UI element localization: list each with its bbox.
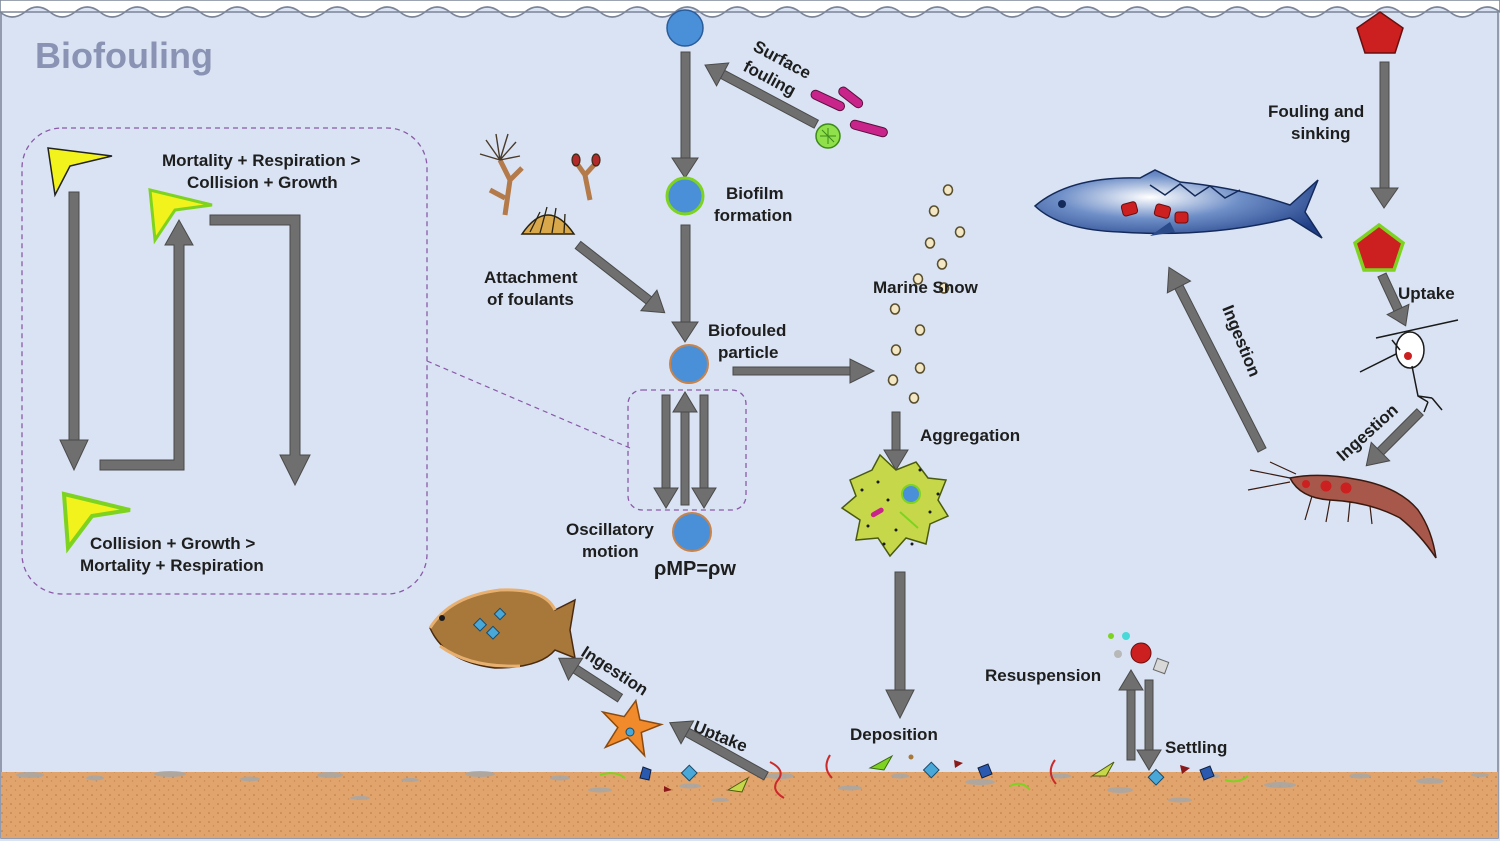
oscillation-arrows — [653, 391, 717, 509]
hydroid-icon — [479, 133, 601, 216]
marine-snow-label: Marine Snow — [873, 278, 979, 297]
inset-lower-condition-line1: Collision + Growth > — [90, 534, 255, 553]
arrow-uptake-bottom — [668, 720, 769, 781]
arrow-fouling-sinking — [1379, 61, 1390, 191]
biofilm-particle — [665, 176, 705, 216]
inset-upper-condition-line2: Collision + Growth — [187, 173, 338, 192]
fouling-sinking-label-line2: sinking — [1291, 124, 1351, 143]
inset-lower-condition-line2: Mortality + Respiration — [80, 556, 264, 575]
biofilm-bacteria-icon — [810, 86, 888, 149]
biofouled-label-line1: Biofouled — [708, 321, 786, 340]
marine-snow-flakes — [887, 184, 966, 404]
biofouled-particle — [669, 344, 709, 384]
aggregation-label: Aggregation — [920, 426, 1020, 445]
arrow-attachment — [574, 240, 666, 314]
settling-label: Settling — [1165, 738, 1227, 757]
fouled-pentagon-particle — [1352, 222, 1406, 272]
oscillation-box — [627, 389, 747, 511]
oscillating-particle — [672, 512, 712, 552]
mackerel-icon — [1033, 169, 1323, 239]
arrow-resuspension — [1126, 687, 1136, 761]
sediment-gravel — [16, 771, 1489, 803]
copepod-icon — [1359, 319, 1459, 413]
resuspension-particles — [1108, 632, 1170, 675]
oscillatory-label-line2: motion — [582, 542, 639, 561]
arrow-biofilm-to-biofouled — [680, 224, 691, 326]
resuspension-label: Resuspension — [985, 666, 1101, 685]
fouling-sinking-label-line1: Fouling and — [1268, 102, 1364, 121]
density-equation: ρMP=ρw — [654, 558, 736, 580]
diagram-title: Biofouling — [35, 35, 213, 76]
flatfish-icon — [428, 588, 576, 669]
arrow-ingestion-flatfish — [558, 657, 624, 703]
sediment-microplastics — [599, 754, 1249, 799]
shrimp-icon — [1247, 461, 1437, 559]
arrow-settling — [1144, 679, 1154, 753]
oscillatory-label-line1: Oscillatory — [566, 520, 654, 539]
barnacle-icon — [520, 206, 576, 235]
arrow-surface-fouling — [704, 62, 820, 129]
inset-upper-condition-line1: Mortality + Respiration > — [162, 151, 360, 170]
inset-arrows — [59, 191, 311, 487]
arrow-uptake-right — [1377, 272, 1410, 327]
arrow-surface-to-biofilm — [680, 51, 691, 161]
uptake-right-label: Uptake — [1398, 284, 1455, 303]
biofilm-label-line1: Biofilm — [726, 184, 784, 203]
arrow-to-marine-snow — [732, 366, 854, 376]
sediment-layer — [1, 772, 1498, 838]
fragment-yellow-green-icon — [61, 491, 131, 554]
inset-connector — [426, 360, 631, 449]
arrow-ingestion-shrimp — [1365, 408, 1424, 467]
floating-particle — [666, 9, 704, 47]
fragment-yellow-icon — [47, 147, 113, 198]
pentagon-particle — [1356, 11, 1404, 54]
arrow-aggregation — [891, 411, 901, 453]
fragment-yellow-green-icon — [148, 188, 213, 245]
biofouled-label-line2: particle — [718, 343, 778, 362]
arrow-deposition — [894, 571, 906, 693]
deposition-label: Deposition — [850, 725, 938, 744]
biofilm-label-line2: formation — [714, 206, 792, 225]
attachment-label-line1: Attachment — [484, 268, 578, 287]
arrow-ingestion-fish — [1166, 266, 1267, 453]
attachment-label-line2: of foulants — [487, 290, 574, 309]
starfish-icon — [600, 698, 665, 758]
marine-snow-aggregate-icon — [840, 453, 950, 558]
